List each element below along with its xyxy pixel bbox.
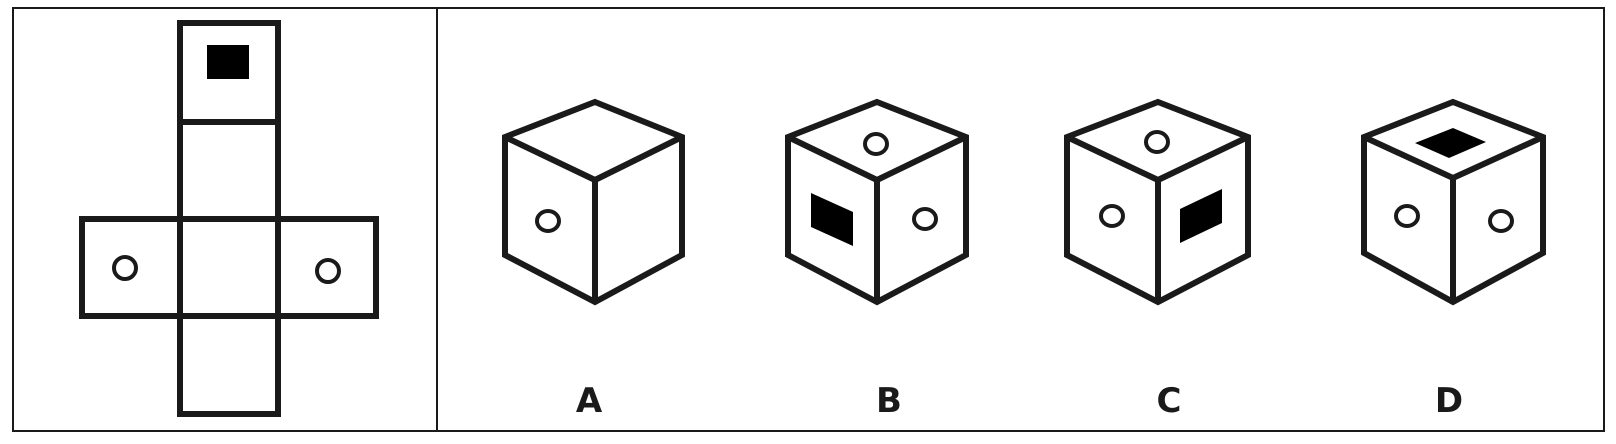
cube-d-right-circle-symbol	[1488, 209, 1514, 233]
option-label-b: B	[876, 381, 902, 421]
cube-a-inner-edges	[503, 134, 684, 184]
option-label-c: C	[1157, 381, 1182, 421]
cube-b-left-filled-square-symbol	[811, 193, 853, 246]
option-cube-c[interactable]	[1064, 98, 1251, 306]
cube-d-top-filled-square-symbol	[1415, 128, 1486, 158]
outer-frame	[12, 7, 1605, 432]
net-face-upper-middle	[177, 119, 281, 222]
cube-b-top-circle-symbol	[863, 132, 889, 156]
net-face-bottom	[177, 313, 281, 417]
net-right-circle-symbol	[315, 258, 341, 284]
option-cube-a[interactable]	[502, 98, 685, 306]
net-left-circle-symbol	[112, 255, 138, 281]
net-filled-square-symbol	[207, 45, 249, 79]
cube-d-left-circle-symbol	[1394, 204, 1420, 228]
option-label-a: A	[576, 381, 603, 421]
cube-net	[79, 20, 379, 417]
net-face-right	[275, 216, 379, 319]
cube-c-right-filled-square-symbol	[1180, 189, 1222, 243]
cube-c-top-circle-symbol	[1144, 130, 1170, 154]
cube-b-inner-edges	[786, 134, 968, 184]
cube-c-inner-edges	[1065, 134, 1250, 184]
option-cube-d[interactable]	[1361, 98, 1546, 306]
cube-a-left-circle-symbol	[535, 209, 561, 233]
option-cube-b[interactable]	[785, 98, 969, 306]
cube-c-left-circle-symbol	[1099, 204, 1125, 228]
net-face-center	[177, 216, 281, 319]
cube-b-right-circle-symbol	[912, 207, 938, 231]
net-face-left	[79, 216, 183, 319]
option-label-d: D	[1435, 381, 1463, 421]
